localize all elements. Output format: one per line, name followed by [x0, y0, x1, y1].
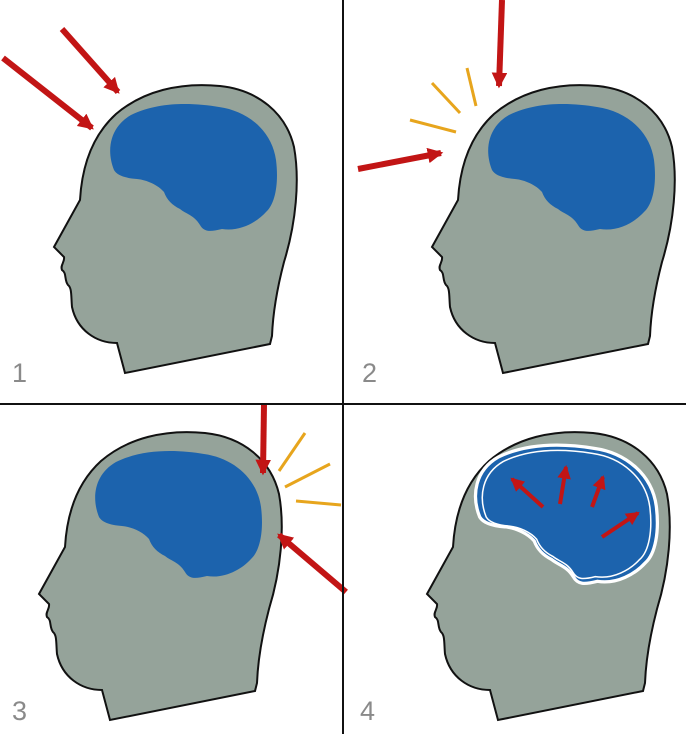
impact-spark — [409, 118, 457, 134]
pressure-arrow — [510, 477, 545, 509]
impact-arrow — [1, 55, 94, 131]
impact-arrow — [491, 0, 508, 89]
impact-spark — [284, 462, 331, 489]
panel-number: 1 — [12, 358, 27, 388]
impact-spark — [430, 81, 462, 115]
impact-spark — [295, 499, 342, 507]
impact-arrow — [277, 532, 348, 595]
impact-spark — [465, 67, 478, 107]
impact-arrow — [59, 27, 121, 94]
pressure-arrow — [590, 475, 606, 508]
panel-4: 4 — [360, 431, 671, 726]
panel-2: 2 — [357, 0, 676, 388]
impact-spark — [277, 432, 307, 472]
panel-number: 3 — [12, 696, 27, 726]
panel-1: 1 — [1, 27, 298, 388]
panel-number: 4 — [360, 696, 375, 726]
impact-arrow — [357, 147, 444, 172]
pressure-arrow — [557, 464, 571, 505]
pressure-arrow — [600, 511, 640, 539]
impact-arrow — [255, 403, 271, 476]
panel-number: 2 — [362, 358, 377, 388]
panel-3: 3 — [12, 403, 348, 726]
